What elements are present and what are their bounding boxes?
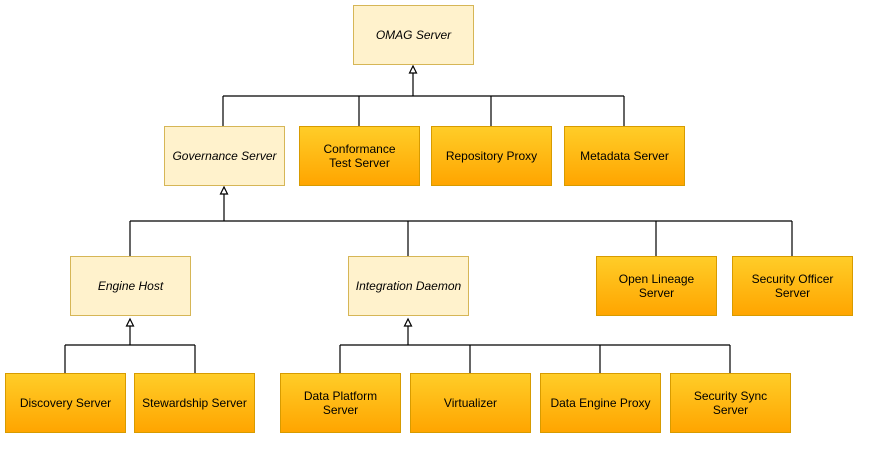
inheritance-arrow [408, 64, 418, 74]
node-label: Data Platform Server [303, 389, 378, 417]
node-label: Governance Server [172, 149, 277, 163]
node-security-officer-server: Security Officer Server [732, 256, 853, 316]
node-label: Stewardship Server [142, 396, 247, 410]
node-integration-daemon: Integration Daemon [348, 256, 469, 316]
node-metadata-server: Metadata Server [564, 126, 685, 186]
node-label: Conformance Test Server [323, 142, 396, 170]
node-conformance-test-server: Conformance Test Server [299, 126, 420, 186]
inheritance-arrow [219, 185, 229, 195]
node-label: Repository Proxy [445, 149, 538, 163]
node-engine-host: Engine Host [70, 256, 191, 316]
node-label: Security Officer Server [751, 272, 834, 300]
node-label: OMAG Server [375, 28, 452, 42]
node-omag-server: OMAG Server [353, 5, 474, 65]
node-security-sync-server: Security Sync Server [670, 373, 791, 433]
node-virtualizer: Virtualizer [410, 373, 531, 433]
node-label: Open Lineage Server [618, 272, 695, 300]
node-label: Discovery Server [19, 396, 112, 410]
node-label: Engine Host [97, 279, 164, 293]
node-label: Metadata Server [580, 149, 669, 163]
node-label: Data Engine Proxy [550, 396, 651, 410]
node-data-engine-proxy: Data Engine Proxy [540, 373, 661, 433]
inheritance-arrow [125, 317, 135, 327]
inheritance-arrow [403, 317, 413, 327]
node-repository-proxy: Repository Proxy [431, 126, 552, 186]
node-stewardship-server: Stewardship Server [134, 373, 255, 433]
node-open-lineage-server: Open Lineage Server [596, 256, 717, 316]
node-discovery-server: Discovery Server [5, 373, 126, 433]
node-label: Security Sync Server [693, 389, 768, 417]
node-label: Virtualizer [443, 396, 498, 410]
node-governance-server: Governance Server [164, 126, 285, 186]
node-data-platform-server: Data Platform Server [280, 373, 401, 433]
node-label: Integration Daemon [355, 279, 462, 293]
